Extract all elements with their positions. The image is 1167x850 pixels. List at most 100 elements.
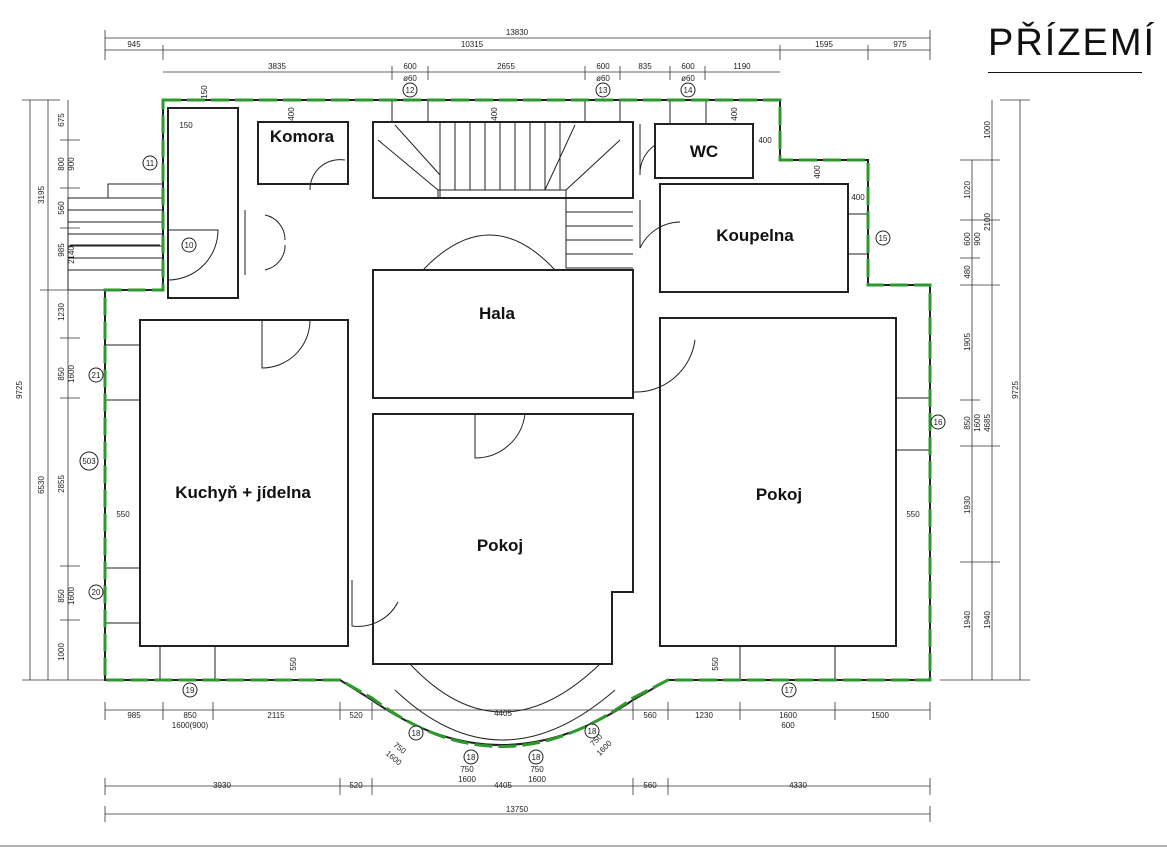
dim-label: 2855 (57, 475, 66, 493)
window-marker-503: 503 (82, 457, 96, 466)
dim-label: 850 (57, 367, 66, 381)
dim-label: 400 (851, 193, 865, 202)
dim-label: 400 (490, 107, 499, 121)
room-label-koupelna: Koupelna (716, 226, 794, 245)
dim-label: 9725 (1011, 381, 1020, 399)
room-label-komora: Komora (270, 127, 335, 146)
dim-label: 800 (57, 157, 66, 171)
doors (167, 124, 696, 627)
dim-label: 400 (758, 136, 772, 145)
dim-label: 560 (57, 201, 66, 215)
dim-label: 985 (127, 711, 141, 720)
window-marker-11: 11 (146, 159, 155, 168)
dim-label: ø60 (681, 74, 695, 83)
dim-label: 750 (530, 765, 544, 774)
dim-label: 750 (460, 765, 474, 774)
window-marker-18b: 18 (467, 753, 476, 762)
dim-label: ø60 (596, 74, 610, 83)
dim-label: 1230 (695, 711, 713, 720)
dim-label: 2655 (497, 62, 515, 71)
window-markers: 10 11 12 13 14 15 16 17 18 18 18 18 19 2… (79, 82, 946, 765)
dim-label: 400 (730, 107, 739, 121)
dim-label: 4405 (494, 709, 512, 718)
dim-label: 10315 (461, 40, 484, 49)
window-marker-16: 16 (934, 418, 943, 427)
dim-label: 945 (127, 40, 141, 49)
room-label-pokoj-right: Pokoj (756, 485, 802, 504)
dim-label: 1600 (458, 775, 476, 784)
dim-label: ø60 (403, 74, 417, 83)
dim-label: 4685 (983, 414, 992, 432)
window-marker-10: 10 (185, 241, 194, 250)
dim-label: 600 (596, 62, 610, 71)
dim-label: 1020 (963, 181, 972, 199)
window-marker-20: 20 (92, 588, 101, 597)
dim-label: 850 (57, 589, 66, 603)
walls (67, 99, 931, 746)
dim-label: 520 (349, 711, 363, 720)
dim-label: 1600 (67, 587, 76, 605)
dim-label: 520 (349, 781, 363, 790)
dim-label: 835 (638, 62, 652, 71)
dim-label: 400 (287, 107, 296, 121)
dim-label: 560 (643, 781, 657, 790)
dim-label: 13750 (506, 805, 529, 814)
dim-label: 1230 (57, 303, 66, 321)
room-label-pokoj-center: Pokoj (477, 536, 523, 555)
window-marker-14: 14 (684, 86, 693, 95)
dim-label: 550 (289, 657, 298, 671)
dim-label: 1000 (983, 121, 992, 139)
dim-label: 975 (893, 40, 907, 49)
dim-label: 850 (963, 416, 972, 430)
window-marker-12: 12 (406, 86, 415, 95)
dim-label: 850 (183, 711, 197, 720)
window-marker-19: 19 (186, 686, 195, 695)
room-label-hala: Hala (479, 304, 515, 323)
window-marker-17: 17 (785, 686, 794, 695)
window-marker-13: 13 (599, 86, 608, 95)
dim-label: 9725 (15, 381, 24, 399)
window-marker-18a: 18 (412, 729, 421, 738)
dim-label: 3835 (268, 62, 286, 71)
room-labels: Komora WC Koupelna Hala Kuchyň + jídelna… (175, 127, 802, 555)
dim-label: 1905 (963, 333, 972, 351)
dim-label: 1595 (815, 40, 833, 49)
dim-label: 1930 (963, 496, 972, 514)
dim-label: 900 (973, 232, 982, 246)
window-marker-18c: 18 (532, 753, 541, 762)
dim-label: 600 (781, 721, 795, 730)
dim-label: 1600 (973, 414, 982, 432)
dim-label: 550 (711, 657, 720, 671)
dim-label: 150 (179, 121, 193, 130)
dim-label: 1600 (528, 775, 546, 784)
dim-label: 560 (643, 711, 657, 720)
dim-label: 985 (57, 243, 66, 257)
dim-label: 1940 (983, 611, 992, 629)
dim-label: 1000 (57, 643, 66, 661)
dim-label: 4405 (494, 781, 512, 790)
dim-label: 675 (57, 113, 66, 127)
dim-label: 480 (963, 265, 972, 279)
dim-label: 1500 (871, 711, 889, 720)
dim-label: 1940 (963, 611, 972, 629)
dim-label: 550 (116, 510, 130, 519)
dim-label: 550 (906, 510, 920, 519)
dim-label: 2140 (67, 246, 76, 264)
window-marker-21: 21 (92, 371, 101, 380)
dim-label: 3930 (213, 781, 231, 790)
floor-title: PŘÍZEMÍ (988, 22, 1157, 64)
room-label-kuchyn: Kuchyň + jídelna (175, 483, 311, 502)
dim-label: 1600 (67, 365, 76, 383)
dim-label: 1600(900) (172, 721, 209, 730)
dimension-lines (0, 30, 1167, 847)
dim-label: 900 (67, 157, 76, 171)
dim-label: 13830 (506, 28, 529, 37)
window-marker-18d: 18 (588, 727, 597, 736)
dim-label: 600 (681, 62, 695, 71)
room-label-wc: WC (690, 142, 718, 161)
window-marker-15: 15 (879, 234, 888, 243)
dim-label: 400 (813, 165, 822, 179)
dim-label: 600 (963, 232, 972, 246)
dim-label: 150 (200, 85, 209, 99)
